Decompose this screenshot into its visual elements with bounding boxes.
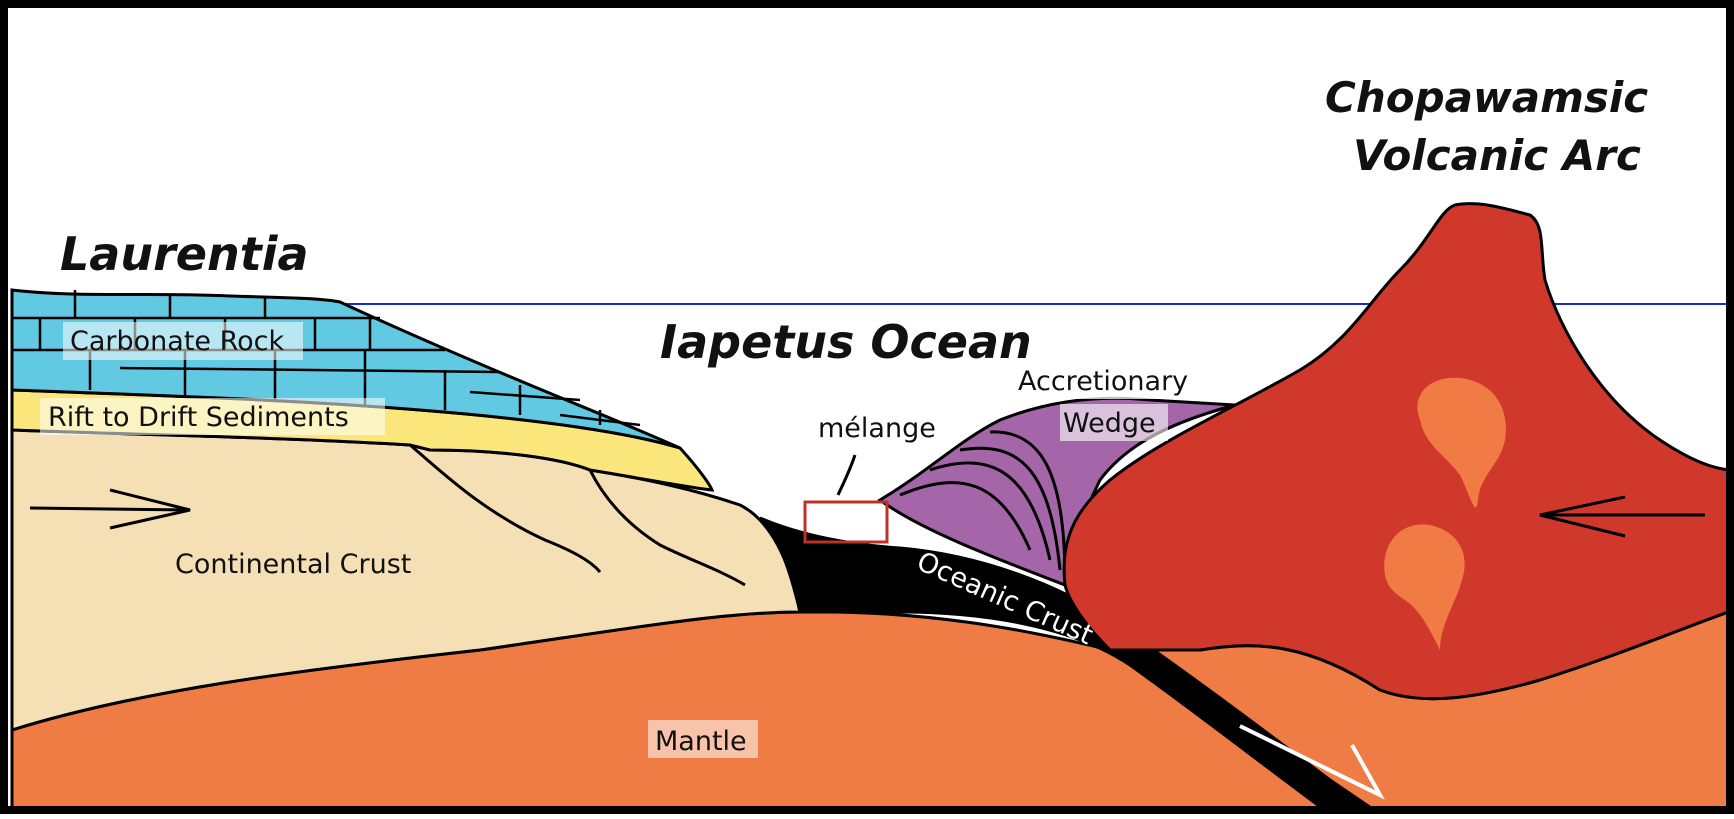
rift-sediments-label: Rift to Drift Sediments	[48, 402, 349, 433]
laurentia-title: Laurentia	[60, 227, 309, 281]
continental-crust-label: Continental Crust	[175, 549, 411, 580]
mantle-label: Mantle	[655, 726, 747, 757]
iapetus-ocean-title: Iapetus Ocean	[660, 315, 1032, 369]
wedge-label: Wedge	[1063, 408, 1156, 439]
arc-title-line1: Chopawamsic	[1325, 73, 1648, 122]
melange-label: mélange	[818, 413, 936, 444]
accretionary-label: Accretionary	[1018, 366, 1188, 397]
arc-title-line2: Volcanic Arc	[1353, 131, 1641, 180]
carbonate-rock-label: Carbonate Rock	[70, 326, 285, 357]
